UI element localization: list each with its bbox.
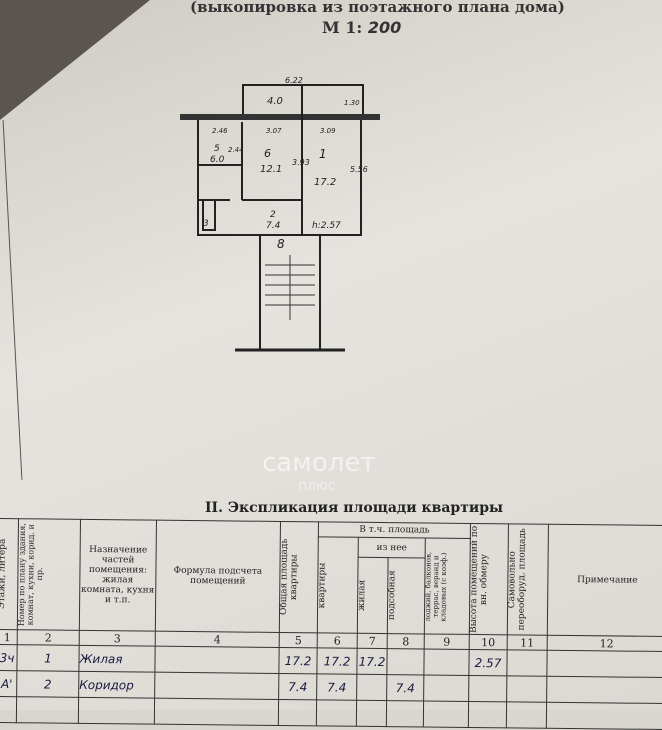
col-number: 10 — [469, 634, 508, 650]
header-group: В т.ч. площадь — [318, 521, 471, 539]
header-formula: Формула подсчета помещений — [155, 520, 281, 633]
dim: 3.09 — [320, 127, 336, 135]
cell-height — [468, 675, 507, 702]
dim: 2.44 — [228, 146, 244, 154]
room-8-no: 8 — [277, 237, 285, 251]
col-number: 3 — [79, 630, 156, 647]
col-number: 12 — [547, 635, 662, 652]
cell-apartment: 7.4 — [316, 673, 357, 701]
cell-auxiliary — [386, 648, 425, 675]
balcony-depth: 1.30 — [344, 99, 360, 107]
scale: М 1: 200 — [322, 18, 401, 37]
room-1-area: 17.2 — [314, 177, 336, 188]
header-auxiliary: подсобная — [386, 570, 398, 621]
room-2-area: 7.4 — [266, 221, 281, 231]
header-apartment: квартиры — [317, 561, 328, 608]
header-floor: Этажи, литера — [0, 538, 8, 610]
room-1-no: 1 — [319, 147, 327, 161]
header-living: жилая — [357, 579, 368, 611]
room-6-area: 12.1 — [260, 164, 282, 175]
watermark-sub: плюс — [298, 478, 336, 494]
ceiling-height: h:2.57 — [312, 221, 341, 231]
room-5-area: 6.0 — [210, 155, 225, 165]
cell-height: 2.57 — [468, 649, 508, 676]
col-number: 9 — [424, 633, 470, 650]
cell-unauthorized — [506, 649, 548, 677]
col-number: 6 — [317, 632, 358, 649]
cell-floor: 3ч — [0, 644, 18, 671]
cell-living — [356, 674, 387, 701]
cell-auxiliary: 7.4 — [386, 674, 424, 701]
cell-name: Жилая — [78, 645, 156, 673]
dim: 3.07 — [266, 127, 282, 135]
header-note: Примечание — [547, 524, 662, 637]
col-number: 8 — [387, 633, 425, 649]
col-number: 2 — [17, 629, 80, 646]
cell-total: 7.4 — [278, 673, 317, 700]
header-unauthorized: Самовольно переоборуд. площадь — [507, 528, 528, 631]
dim: 3.93 — [292, 158, 310, 167]
dim: 5.56 — [350, 165, 368, 174]
cell-name: Коридор — [78, 671, 155, 699]
plan-subtitle: (выкопировка из поэтажного плана дома) — [190, 0, 565, 16]
cell-unauthorized — [506, 675, 547, 703]
room-5-no: 5 — [214, 144, 220, 154]
cell-balconies — [423, 674, 469, 702]
cell-note — [546, 650, 662, 678]
dim-overall: 6.22 — [285, 76, 303, 85]
header-number: Номер по плану здания, комнат, кухни, ко… — [16, 522, 45, 626]
cell-floor: А' — [0, 670, 17, 697]
cell-number: 2 — [16, 670, 79, 698]
cell-note — [546, 676, 662, 704]
cell-balconies — [423, 648, 470, 676]
scale-label: М 1: — [322, 18, 363, 37]
header-purpose: Назначение частей помещения: жилая комна… — [79, 519, 157, 632]
explication-table: Этажи, литера Номер по плану здания, ком… — [0, 518, 662, 730]
cell-number: 1 — [16, 644, 80, 672]
col-number: 1 — [0, 629, 18, 645]
header-height: Высота помещений по вн. обмеру — [468, 525, 490, 633]
table-title: II. Экспликация площади квартиры — [205, 500, 504, 516]
header-balconies: лоджий, балконов, террас, веранд и кладо… — [423, 551, 449, 621]
header-sub: из нее — [358, 537, 426, 558]
col-number: 11 — [507, 634, 548, 651]
page-fold — [0, 0, 150, 120]
dim: 2.46 — [212, 127, 228, 135]
header-total: Общая площадь квартиры — [278, 538, 300, 616]
watermark: самолет — [262, 448, 376, 478]
scale-value: 200 — [367, 18, 402, 37]
room-3-no: 3 — [203, 219, 209, 229]
cell-formula — [154, 646, 280, 674]
cell-formula — [154, 672, 279, 700]
col-number: 5 — [279, 632, 318, 648]
room-2-no: 2 — [270, 210, 276, 220]
room-6-no: 6 — [264, 147, 271, 160]
cell-apartment: 17.2 — [316, 647, 358, 675]
balcony-area: 4.0 — [267, 96, 283, 107]
floor-plan: 6.22 4.0 1.30 2.46 3.07 3.09 2.44 3.93 5… — [180, 76, 380, 352]
cell-total: 17.2 — [278, 647, 318, 674]
cell-living: 17.2 — [356, 648, 388, 675]
col-number: 4 — [155, 631, 280, 648]
col-number: 7 — [357, 633, 388, 649]
